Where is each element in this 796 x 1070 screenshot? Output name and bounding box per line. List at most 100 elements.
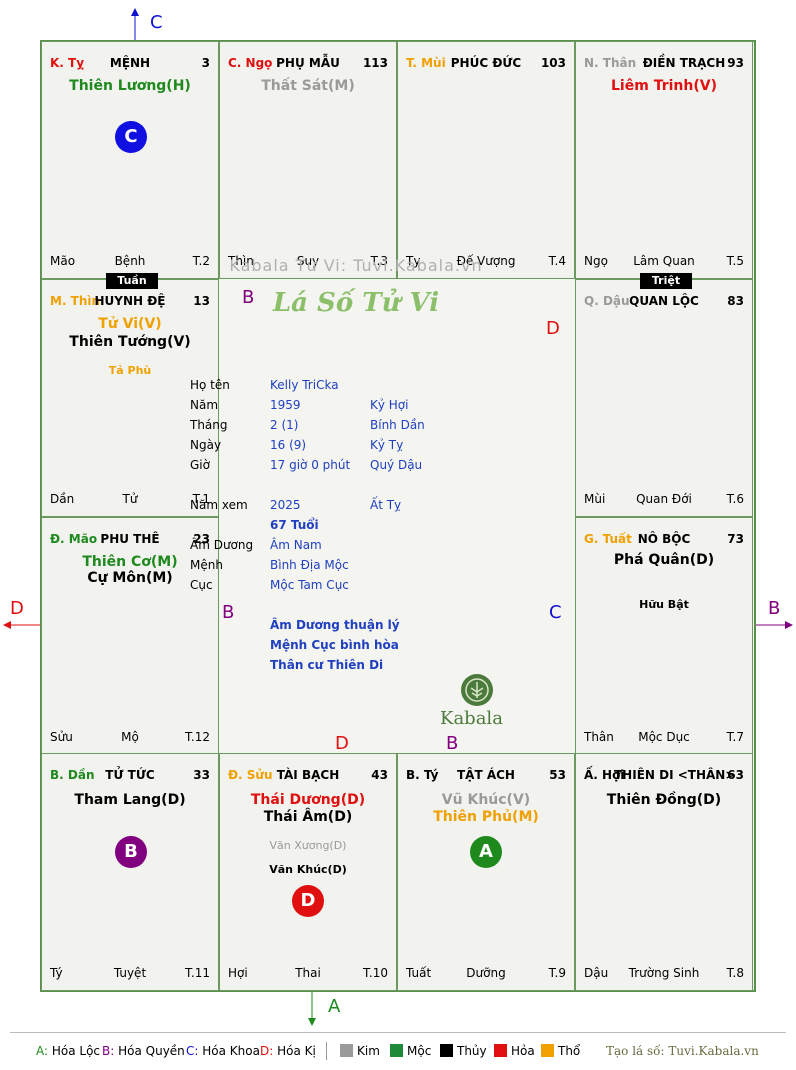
palace-name: TỬ TỨC — [105, 768, 155, 782]
palace-name: NÔ BỘC — [637, 532, 691, 546]
palace-name: TẬT ÁCH — [457, 768, 515, 782]
palace-name: TÀI BẠCH — [276, 768, 340, 782]
legend-tho: Thổ — [541, 1044, 580, 1058]
palace-branch: G. Tuất — [584, 532, 632, 546]
palace-number: 33 — [193, 768, 210, 782]
age-value: 67 Tuổi — [270, 518, 319, 532]
tuan-badge: Tuần — [106, 273, 158, 289]
palace-branch-footer: Dậu — [584, 966, 609, 980]
palace-stage: Quan Đới — [636, 492, 692, 506]
note-3: Thân cư Thiên Di — [270, 658, 384, 672]
main-star: Thiên Lương(H) — [69, 78, 191, 94]
year-canchi: Kỷ Hợi — [370, 398, 409, 412]
legend-thuy: Thủy — [440, 1044, 487, 1058]
palace-stage: Tử — [122, 492, 138, 506]
name-value: Kelly TriCka — [270, 378, 339, 392]
palace-branch: C. Ngọ — [228, 56, 273, 70]
arrow-label-right: B — [768, 598, 781, 619]
legend-divider — [326, 1042, 327, 1060]
palace-order: T.10 — [363, 966, 388, 980]
palace-stage: Đế Vượng — [456, 254, 516, 268]
main-star: Thái Dương(D) — [250, 792, 366, 808]
line-label-d1: D — [546, 318, 560, 339]
legend-bar: A: Hóa Lộc B: Hóa Quyền C: Hóa Khoa D: H… — [0, 1030, 796, 1070]
palace-number: 53 — [549, 768, 566, 782]
palace-stage: Mộ — [121, 730, 139, 744]
legend-hoa-khoa: C: Hóa Khoa — [186, 1044, 260, 1058]
palace-branch-footer: Mùi — [584, 492, 606, 506]
palace-name: PHỤ MẪU — [276, 56, 340, 70]
palace-number: 103 — [540, 56, 566, 70]
palace-stage: Thai — [295, 966, 321, 980]
legend-hoa-quyen: B: Hóa Quyền — [102, 1044, 185, 1058]
palace-name: MỆNH — [109, 56, 151, 70]
palace-order: T.9 — [548, 966, 566, 980]
palace-branch-footer: Tuất — [406, 966, 432, 980]
name-label: Họ tên — [190, 378, 230, 392]
legend-hoa-ki: D: Hóa Kị — [260, 1044, 316, 1058]
palace-branch: Đ. Sửu — [228, 768, 273, 782]
chart-title: Lá Số Tử Vi — [272, 288, 440, 318]
hour-label: Giờ — [190, 458, 210, 472]
line-label-b2: B — [222, 602, 235, 623]
main-star: Tham Lang(D) — [74, 792, 186, 808]
legend-hoa-loc: A: Hóa Lộc — [36, 1044, 101, 1058]
palace-order: T.2 — [192, 254, 210, 268]
palace-stage: Dưỡng — [466, 966, 506, 980]
palace-number: 63 — [727, 768, 744, 782]
cuc-value: Mộc Tam Cục — [270, 578, 349, 592]
palace-branch-footer: Thìn — [228, 254, 254, 268]
hoa-ki-marker: D — [292, 885, 324, 917]
palace-number: 113 — [362, 56, 388, 70]
hour-value: 17 giờ 0 phút — [270, 458, 351, 472]
menh-value: Bình Địa Mộc — [270, 558, 349, 572]
main-star: Liêm Trinh(V) — [611, 78, 717, 94]
line-label-b3: B — [446, 733, 459, 754]
main-star: Thất Sát(M) — [261, 78, 355, 94]
palace-branch: N. Thân — [584, 56, 637, 70]
center-panel: Kabala Tử Vi: Tuvi.Kabala.vn Lá Số Tử Vi… — [178, 238, 534, 729]
palace-order: T.3 — [370, 254, 388, 268]
line-label-c2: C — [549, 602, 562, 623]
palace-name: THIÊN DI <THÂN> — [614, 768, 736, 782]
palace-branch-footer: Dần — [50, 492, 75, 506]
palace-branch: B. Dần — [50, 768, 95, 782]
arrow-label-left: D — [10, 598, 24, 619]
palace-branch: Q. Dậu — [584, 294, 630, 308]
palace-name: PHÚC ĐỨC — [450, 56, 522, 70]
legend-moc: Mộc — [390, 1044, 431, 1058]
palace-number: 13 — [193, 294, 210, 308]
palace-branch-footer: Tý — [50, 966, 63, 980]
legend-site: Tạo lá số: Tuvi.Kabala.vn — [606, 1044, 759, 1058]
note-2: Mệnh Cục bình hòa — [270, 638, 399, 652]
palace-order: T.12 — [185, 730, 210, 744]
kabala-logo-text: Kabala — [440, 708, 503, 729]
palace-order: T.1 — [192, 492, 210, 506]
palace-branch-footer: Tỵ — [406, 254, 421, 268]
main-star: Vũ Khúc(V) — [441, 792, 531, 808]
palace-order: T.7 — [726, 730, 744, 744]
main-star: Thái Âm(D) — [263, 809, 353, 825]
day-canchi: Kỷ Tỵ — [370, 438, 404, 452]
day-label: Ngày — [190, 438, 222, 452]
palace-number: 23 — [193, 532, 210, 546]
main-star: Cự Môn(M) — [87, 570, 173, 586]
amduong-label: Âm Dương — [190, 538, 254, 552]
line-label-d2: D — [335, 733, 349, 754]
view-year-canchi: Ất Tỵ — [370, 498, 402, 512]
palace-branch-footer: Sửu — [50, 730, 73, 744]
hour-canchi: Quý Dậu — [370, 458, 423, 472]
watermark-text: Kabala Tử Vi: Tuvi.Kabala.vn — [229, 256, 483, 275]
